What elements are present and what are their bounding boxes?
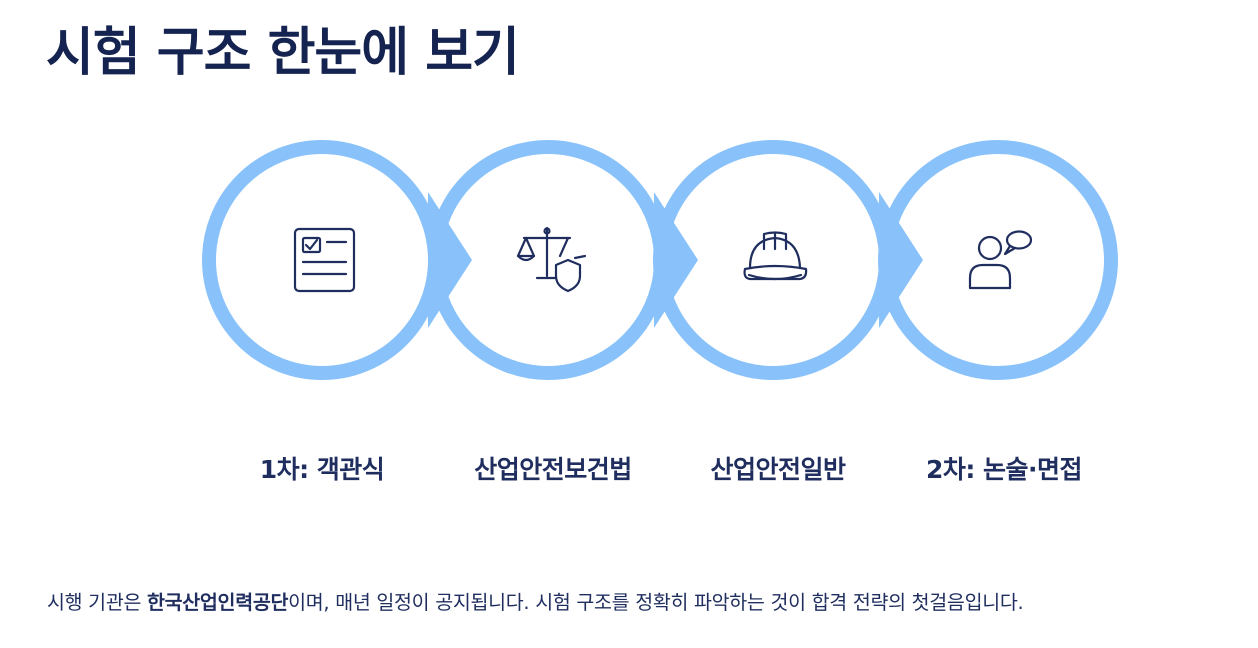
arrow-step-3-4 [879, 192, 923, 328]
step-label-2: 산업안전보건법 [474, 455, 632, 484]
ring-step-1 [202, 140, 442, 380]
footer-text-before: 시행 기관은 [47, 591, 147, 614]
footer-text-after: 이며, 매년 일정이 공지됩니다. 시험 구조를 정확히 파악하는 것이 합격 … [288, 591, 1024, 614]
arrow-step-2-3 [654, 192, 698, 328]
exam-flow-diagram [202, 140, 1118, 380]
footer-note: 시행 기관은 한국산업인력공단이며, 매년 일정이 공지됩니다. 시험 구조를 … [47, 586, 1024, 615]
step-label-3: 산업안전일반 [710, 455, 846, 484]
interview-person-speech-icon [968, 230, 1033, 290]
step-label-4: 2차: 논술·면접 [925, 455, 1083, 484]
hard-hat-icon [743, 231, 808, 281]
step-label-1: 1차: 객관식 [259, 455, 385, 484]
footer-org-name: 한국산업인력공단 [147, 591, 289, 614]
answer-sheet-icon [293, 227, 356, 293]
arrow-step-1-2 [428, 192, 472, 328]
page-title: 시험 구조 한눈에 보기 [46, 23, 520, 83]
scales-shield-icon [516, 226, 587, 293]
flow-rings [202, 140, 1118, 380]
